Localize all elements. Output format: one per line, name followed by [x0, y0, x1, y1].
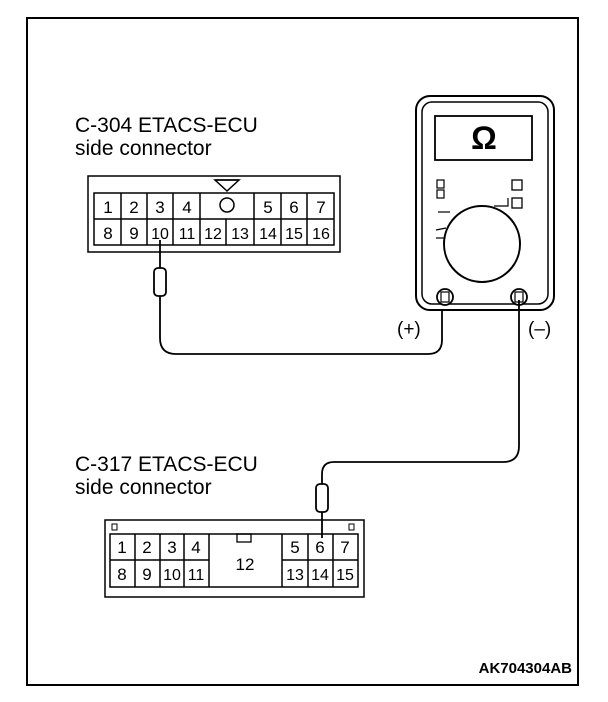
pin-a-4: 4 [182, 198, 191, 217]
pin-a-5: 5 [263, 198, 272, 217]
pin-a-7: 7 [316, 198, 325, 217]
connector-b-title: C-317 ETACS-ECU [75, 453, 258, 476]
pin-b-6: 6 [315, 538, 324, 557]
meter-display [434, 115, 533, 161]
pin-b-8: 8 [117, 565, 126, 584]
pin-a-2: 2 [129, 198, 138, 217]
connector-b: 1 2 3 4 5 6 7 12 8 9 10 11 13 14 15 [104, 519, 365, 598]
range-dial[interactable] [443, 205, 521, 283]
ohm-symbol: Ω [471, 120, 497, 156]
pin-a-9: 9 [129, 224, 138, 243]
pin-a-3: 3 [155, 198, 164, 217]
plus-label: (+) [397, 319, 421, 340]
lock-hole-icon [219, 197, 235, 213]
probe-a [153, 240, 443, 355]
pin-a-14: 14 [259, 226, 277, 243]
connector-b-subtitle: side connector [75, 476, 212, 499]
pin-b-12: 12 [236, 555, 255, 574]
plus-jack [436, 288, 454, 306]
figure-frame [26, 17, 579, 686]
pin-b-9: 9 [142, 565, 151, 584]
meter-button-1[interactable] [436, 179, 445, 189]
pin-b-14: 14 [311, 567, 329, 584]
pin-a-6: 6 [289, 198, 298, 217]
pin-b-15: 15 [336, 567, 354, 584]
pin-b-2: 2 [142, 538, 151, 557]
multimeter: Ω [415, 95, 555, 311]
meter-button-3[interactable] [511, 179, 523, 191]
connector-a-title: C-304 ETACS-ECU [75, 114, 258, 137]
pin-b-1: 1 [117, 538, 126, 557]
meter-button-2[interactable] [436, 189, 445, 199]
pin-a-15: 15 [285, 226, 303, 243]
pin-a-1: 1 [103, 198, 112, 217]
connector-a-subtitle: side connector [75, 137, 212, 160]
pin-b-13: 13 [286, 567, 304, 584]
pin-a-12: 12 [204, 226, 222, 243]
minus-label: (–) [528, 319, 551, 340]
pin-b-7: 7 [340, 538, 349, 557]
pin-b-3: 3 [167, 538, 176, 557]
meter-button-4[interactable] [511, 197, 523, 209]
lock-tab-icon [213, 179, 241, 193]
pin-a-16: 16 [312, 226, 330, 243]
latch-icon [236, 533, 252, 543]
pin-a-11: 11 [179, 226, 196, 243]
pin-b-11: 11 [188, 567, 205, 584]
pin-b-5: 5 [290, 538, 299, 557]
pin-a-13: 13 [231, 226, 249, 243]
pin-a-8: 8 [103, 224, 112, 243]
pin-b-10: 10 [163, 567, 181, 584]
pin-a-10: 10 [151, 226, 169, 243]
figure-id: AK704304AB [479, 660, 573, 677]
connector-a: 1 2 3 4 5 6 7 8 9 10 11 12 13 14 15 16 [87, 175, 341, 253]
pin-b-4: 4 [191, 538, 200, 557]
